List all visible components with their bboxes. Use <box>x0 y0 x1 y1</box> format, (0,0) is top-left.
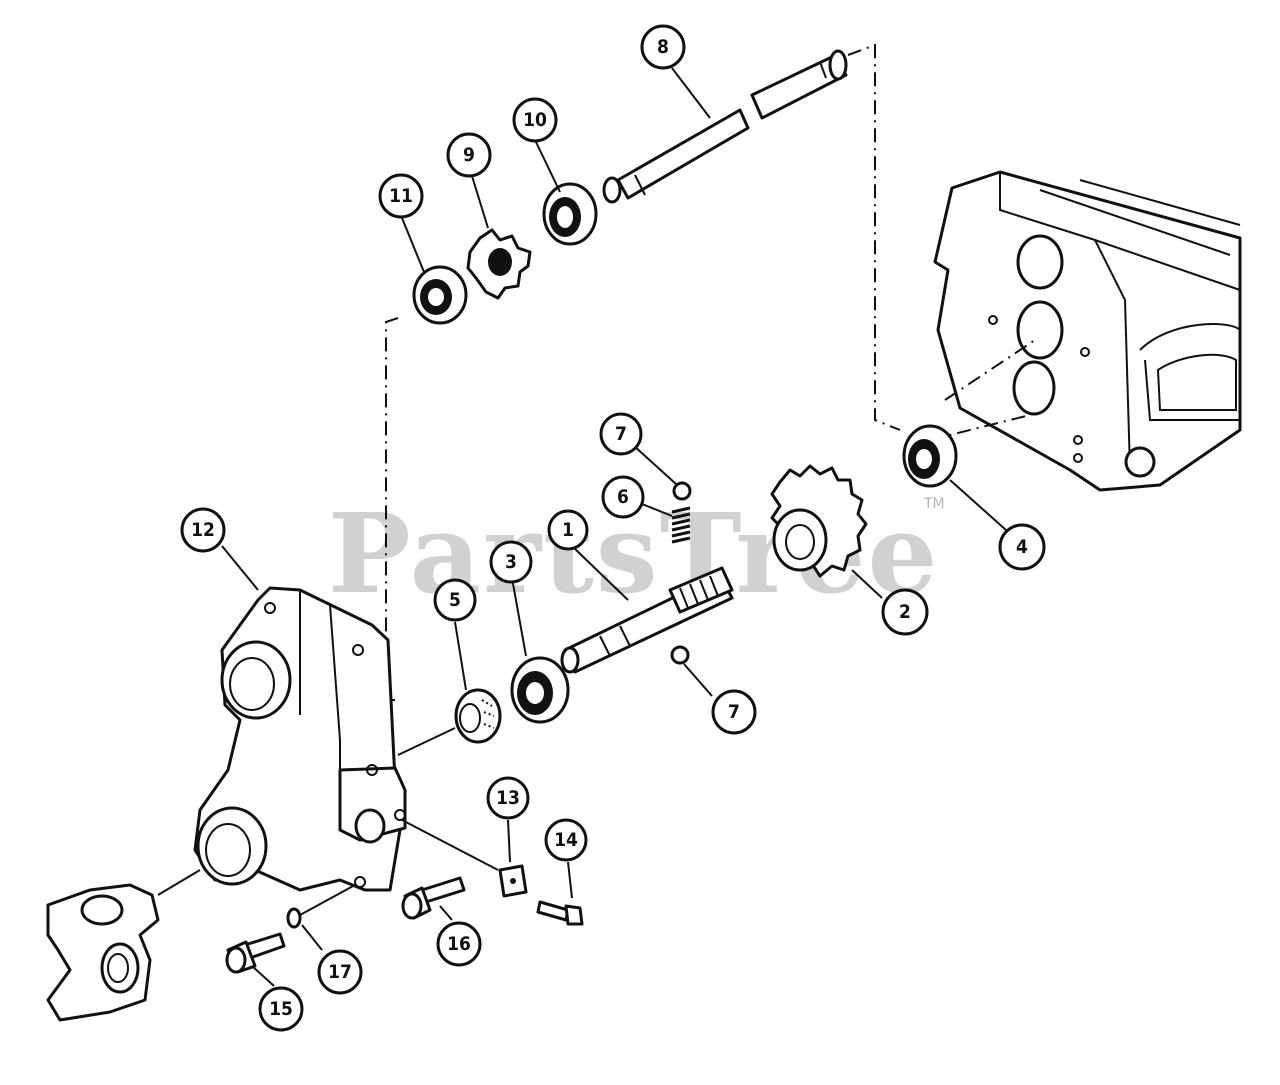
svg-text:8: 8 <box>657 36 669 58</box>
ball-part-7-upper <box>672 481 692 501</box>
explosion-line-needle-bearing <box>397 727 456 756</box>
gear-case-part-12 <box>193 586 407 892</box>
sprocket-part-9 <box>466 228 532 300</box>
ball-part-7-lower <box>670 645 690 665</box>
svg-text:16: 16 <box>447 933 471 955</box>
bearing-part-10 <box>542 182 598 246</box>
svg-text:11: 11 <box>389 185 413 207</box>
callout-5: 5 <box>433 578 477 622</box>
callout-3: 3 <box>489 540 533 584</box>
explosion-line-washer <box>299 884 356 916</box>
svg-text:17: 17 <box>328 961 352 983</box>
callout-7-lower: 7 <box>711 689 757 735</box>
svg-text:4: 4 <box>1016 536 1028 558</box>
callout-16: 16 <box>436 921 482 967</box>
callout-7-upper: 7 <box>599 412 643 456</box>
callout-13: 13 <box>486 776 530 820</box>
callout-17: 17 <box>317 949 363 995</box>
leader-lines <box>221 67 1007 987</box>
callout-14: 14 <box>544 818 588 862</box>
bolt-part-16 <box>401 876 466 920</box>
callout-1: 1 <box>547 509 589 551</box>
callout-6: 6 <box>601 475 645 519</box>
callout-15: 15 <box>258 986 304 1032</box>
transmission-housing <box>933 170 1242 492</box>
callout-11: 11 <box>378 173 424 219</box>
svg-text:5: 5 <box>449 589 461 611</box>
svg-text:2: 2 <box>899 601 911 623</box>
svg-text:15: 15 <box>269 998 293 1020</box>
svg-text:14: 14 <box>554 829 578 851</box>
universal-joint-yoke <box>46 883 160 1022</box>
explosion-line-plate <box>401 819 499 871</box>
bearing-part-3 <box>510 656 570 724</box>
svg-text:13: 13 <box>496 787 520 809</box>
callout-10: 10 <box>512 97 558 143</box>
bearing-part-11 <box>412 265 468 325</box>
bearing-part-4 <box>902 424 958 488</box>
svg-text:7: 7 <box>615 423 627 445</box>
svg-text:12: 12 <box>191 519 215 541</box>
callout-2: 2 <box>881 588 929 636</box>
svg-text:3: 3 <box>505 551 517 573</box>
svg-text:1: 1 <box>562 519 574 541</box>
callout-8: 8 <box>640 24 686 70</box>
explosion-line-yoke <box>157 869 201 896</box>
alignment-line-bearing-4 <box>929 414 1031 441</box>
callout-9: 9 <box>446 132 492 178</box>
shaft-part-8 <box>602 49 848 204</box>
shaft-part-1 <box>560 566 734 674</box>
svg-text:6: 6 <box>617 486 629 508</box>
svg-text:7: 7 <box>728 701 740 723</box>
sprocket-part-2 <box>770 464 868 578</box>
screw-part-14 <box>536 900 584 926</box>
alignment-line-shaft-8 <box>847 43 901 431</box>
callout-12: 12 <box>180 507 226 553</box>
plate-part-13 <box>498 864 528 898</box>
svg-text:9: 9 <box>463 144 475 166</box>
washer-part-17 <box>286 907 302 929</box>
callout-4: 4 <box>998 523 1046 571</box>
alignment-line-housing <box>944 339 1036 401</box>
watermark-trademark: TM <box>923 496 945 512</box>
bolt-part-15 <box>225 932 286 974</box>
spring-part-6 <box>671 506 691 544</box>
needle-bearing-part-5 <box>454 688 502 744</box>
svg-text:10: 10 <box>523 109 547 131</box>
